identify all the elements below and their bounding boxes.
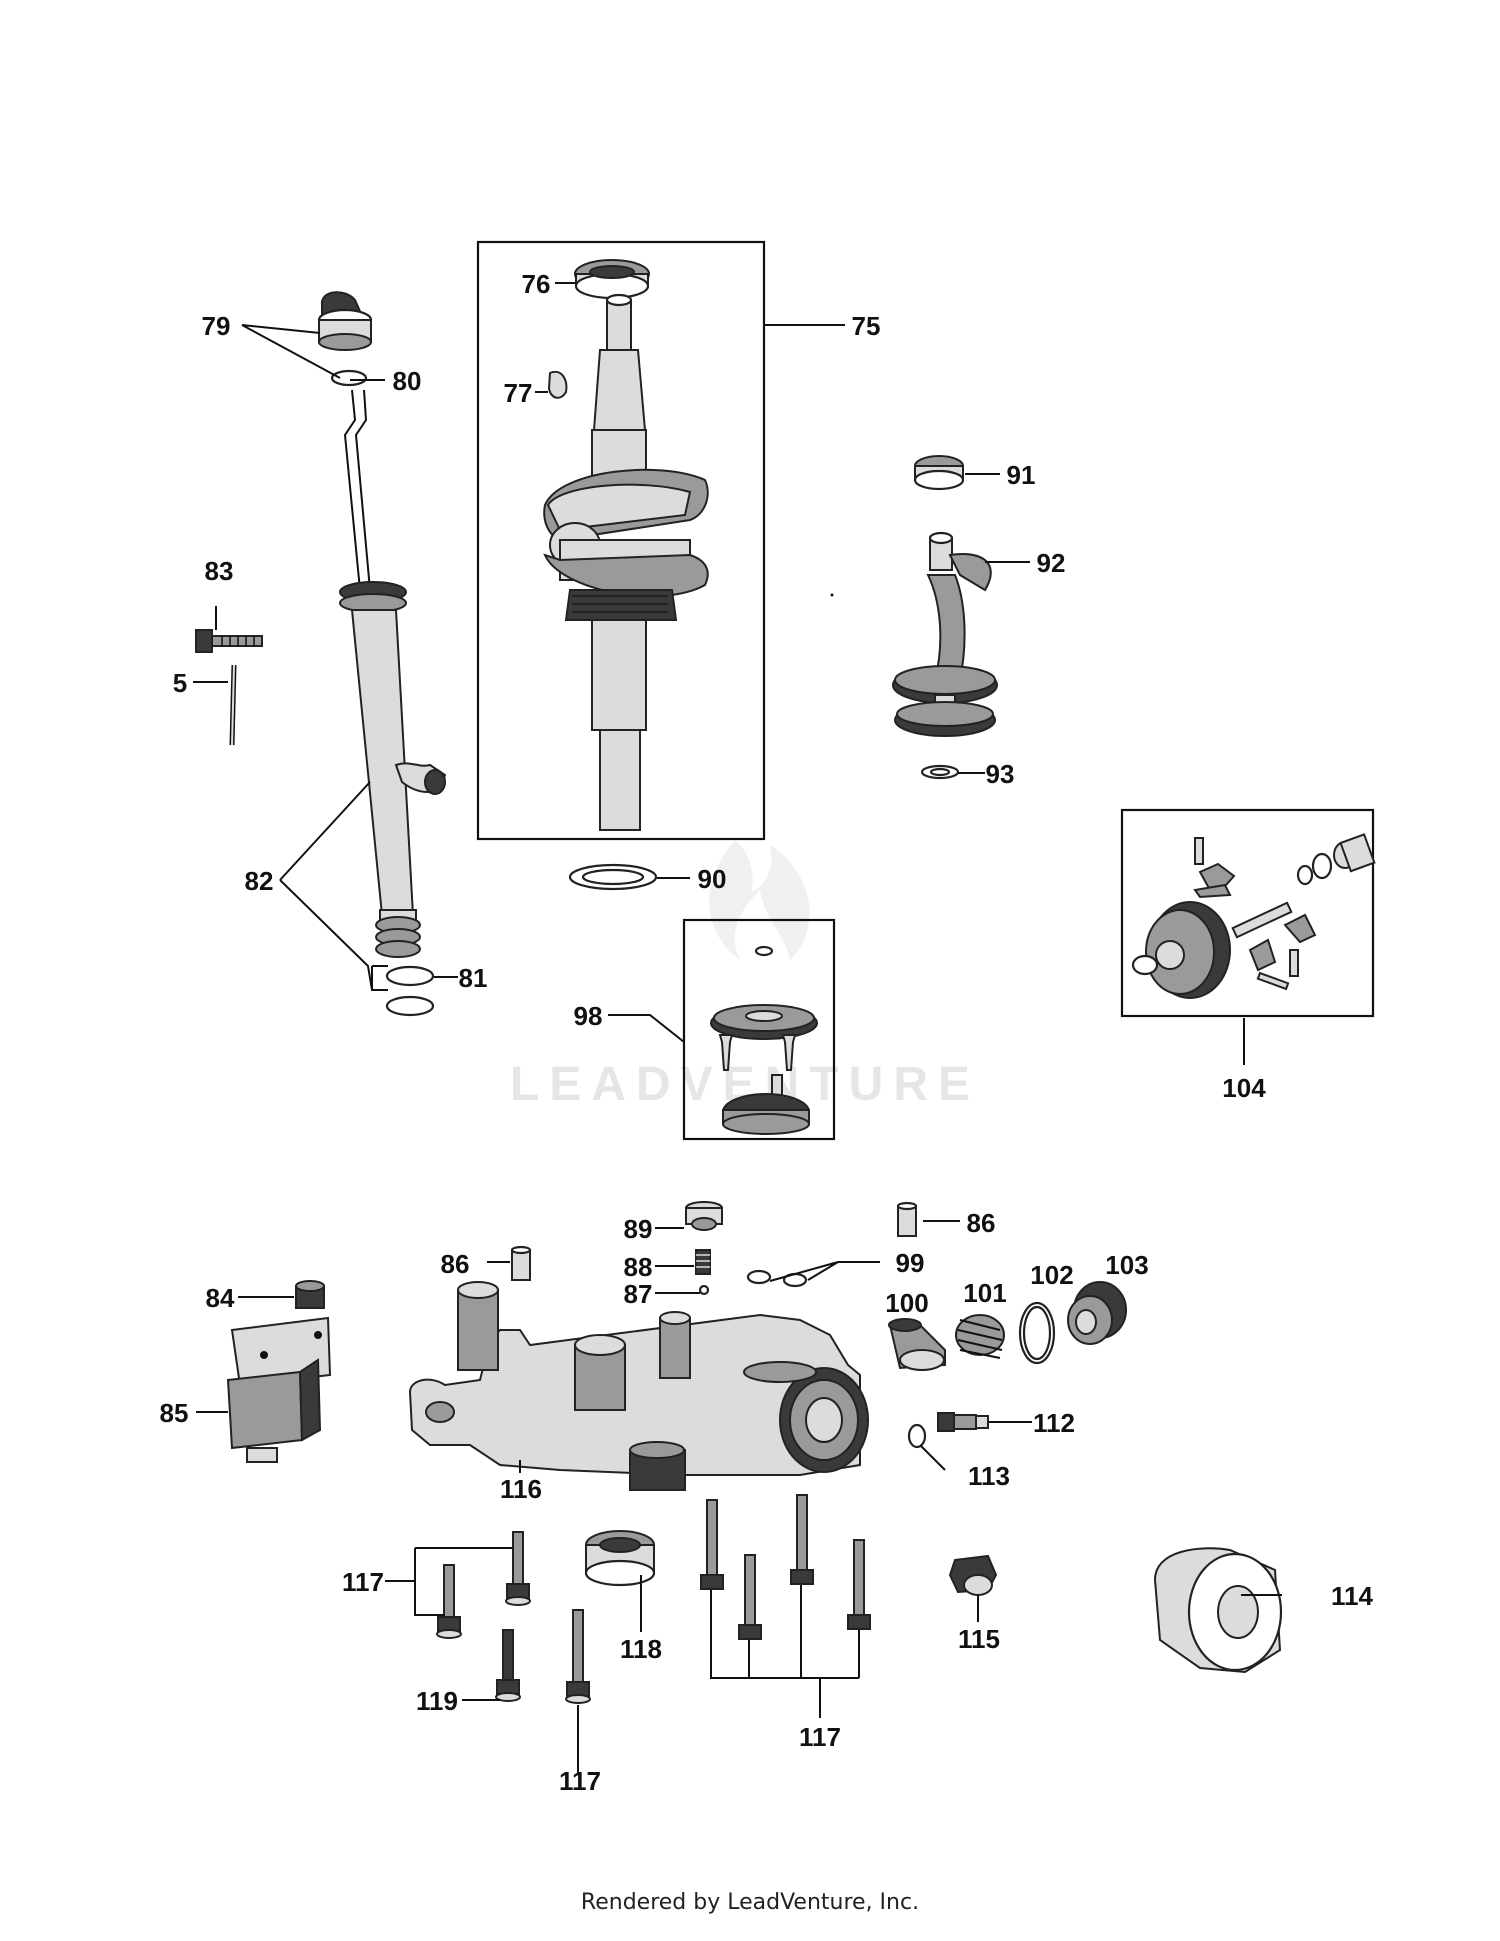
callout-86-left: 86 [441,1249,470,1279]
part-82-dipstick-tube [339,581,447,958]
callout-85: 85 [160,1398,189,1428]
part-86-dowel-right [896,1201,918,1237]
part-102-o-ring [1018,1301,1056,1365]
callout-99: 99 [896,1248,925,1278]
watermark-logo [709,840,810,960]
part-99-o-rings [746,1269,808,1288]
callout-117-left: 117 [342,1567,384,1597]
callout-92: 92 [1037,548,1066,578]
oil-pump-box [682,918,836,1141]
callout-5: 5 [173,668,187,698]
callout-112: 112 [1033,1408,1075,1438]
part-104-governor [1131,833,1376,999]
leader-lines [193,282,1282,1775]
bolts-117-group-a [436,1531,531,1639]
callout-119: 119 [416,1686,458,1716]
callout-114: 114 [1331,1581,1373,1611]
callout-93: 93 [986,759,1015,789]
callout-86-right: 86 [967,1208,996,1238]
crankshaft-assembly-box [476,240,766,841]
part-116-crankcase-cover [408,1281,869,1491]
callout-117-right: 117 [799,1722,841,1752]
part-98-oil-pump [710,945,818,1135]
part-100-filter-screen [888,1318,946,1371]
bolts-117-group-b [700,1494,871,1640]
part-88-spring [695,1249,711,1275]
part-118-seal [584,1530,656,1587]
governor-box [1120,808,1375,1018]
part-80-o-ring [330,369,368,387]
part-85-rectifier [226,1316,332,1463]
callout-75: 75 [852,311,881,341]
part-91-bearing [913,455,965,491]
callout-labels: 76 77 75 79 80 91 92 83 5 93 82 90 81 98… [160,269,1374,1796]
callout-87: 87 [624,1279,653,1309]
callout-79: 79 [202,311,231,341]
callout-89: 89 [624,1214,653,1244]
callout-81: 81 [459,963,488,993]
part-81-o-rings [385,965,435,1017]
part-93-washer [920,764,960,780]
callout-101: 101 [963,1278,1006,1308]
callout-91: 91 [1007,460,1036,490]
bolt-119 [495,1629,521,1702]
part-112-sensor [937,1412,989,1432]
part-83-bolt [195,629,263,653]
callout-77: 77 [504,378,533,408]
callout-103: 103 [1105,1250,1148,1280]
part-89-plug [685,1201,723,1231]
callout-116: 116 [500,1474,542,1504]
callout-88: 88 [624,1252,653,1282]
callout-90: 90 [698,864,727,894]
callout-117-bottom: 117 [559,1766,601,1796]
callout-102: 102 [1030,1260,1073,1290]
part-79-dipstick [317,291,373,591]
callout-84: 84 [206,1283,235,1313]
part-76-seal [574,259,650,300]
callout-80: 80 [393,366,422,396]
part-84-plug [295,1280,325,1309]
part-87-ball [698,1284,710,1296]
bolt-117-single [565,1609,591,1704]
part-114-oil-filter [1153,1547,1283,1674]
part-90-thrust-washer [568,863,658,891]
part-5-pin [229,664,237,746]
part-92-camshaft [892,531,998,737]
part-115-plug [948,1554,998,1596]
part-101-spring [955,1314,1005,1359]
callout-115: 115 [958,1624,1000,1654]
callout-100: 100 [885,1288,928,1318]
part-86-dowel-left [510,1245,532,1281]
callout-104: 104 [1222,1073,1266,1103]
part-77-key [547,370,568,399]
callout-113: 113 [968,1461,1010,1491]
callout-98: 98 [574,1001,603,1031]
part-103-cap [1067,1281,1127,1345]
callout-82: 82 [245,866,274,896]
footer-credit: Rendered by LeadVenture, Inc. [580,1890,920,1915]
callout-118: 118 [620,1634,662,1664]
part-113-washer [907,1423,927,1449]
part-crankshaft [543,293,834,831]
callout-76: 76 [522,269,551,299]
callout-83: 83 [205,556,234,586]
